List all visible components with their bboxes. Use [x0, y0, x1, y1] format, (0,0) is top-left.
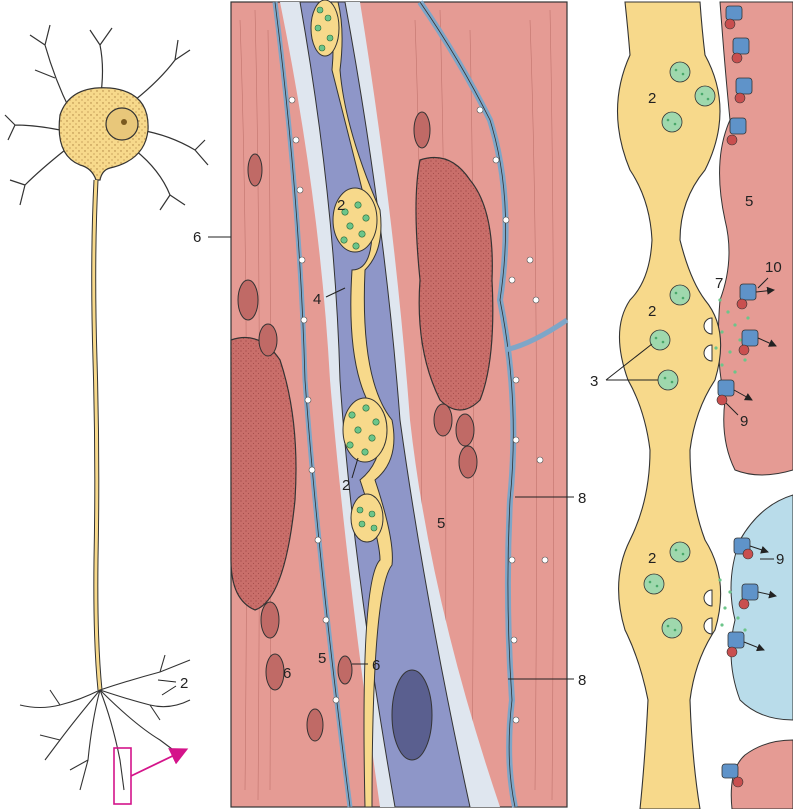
schwann-nucleus [392, 670, 432, 760]
postsynaptic-cell-top [718, 2, 793, 475]
label-10: 10 [765, 259, 782, 276]
label-2-right-b: 2 [648, 303, 656, 320]
label-2-mid-a: 2 [337, 197, 345, 214]
label-5-mid: 5 [437, 515, 445, 532]
axon-terminals [20, 655, 190, 790]
label-9-lower: 9 [776, 551, 784, 568]
magnify-arrow [131, 750, 185, 776]
label-6-mid-a: 6 [283, 665, 291, 682]
label-7: 7 [715, 275, 723, 292]
label-2-right-a: 2 [648, 90, 656, 107]
label-3: 3 [590, 373, 598, 390]
postsynaptic-cell-bottom [731, 740, 793, 809]
tissue-panel: 2 4 2 5 5 6 6 8 8 [231, 0, 586, 807]
label-9-upper: 9 [740, 413, 748, 430]
label-8-lower: 8 [578, 672, 586, 689]
label-4: 4 [313, 291, 321, 308]
label-2-left: 2 [180, 675, 188, 692]
label-8-upper: 8 [578, 490, 586, 507]
label-5-right: 5 [745, 193, 753, 210]
label-6-top: 6 [193, 229, 201, 246]
label-2-mid-b: 2 [342, 477, 350, 494]
label-2-right-c: 2 [648, 550, 656, 567]
label-6-mid-b: 6 [372, 657, 380, 674]
schematic-panel: 2 5 7 10 2 3 9 2 9 [590, 2, 793, 809]
label-5-mid-b: 5 [318, 650, 326, 667]
